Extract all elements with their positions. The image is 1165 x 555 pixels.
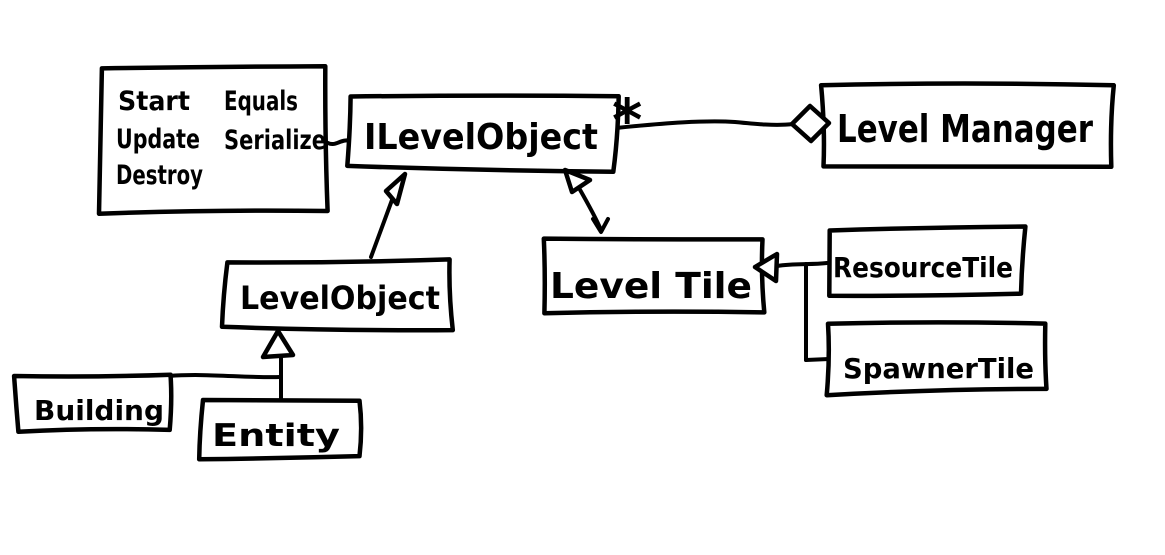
class-label-resourcetile: ResourceTile [833, 251, 1013, 284]
class-box-levelobject [219, 257, 456, 333]
small-arrowhead-at-leveltile-icon [591, 217, 610, 234]
note-method-destroy: Destroy [116, 160, 203, 191]
inheritance-triangle-to-levelobject-icon [260, 328, 296, 360]
class-label-ilevelobject: ILevelObject [364, 117, 598, 158]
resourcetile-branch-line [775, 261, 829, 268]
class-box-spawnertile [824, 320, 1049, 398]
multiplicity-star: * [612, 86, 642, 154]
inheritance-triangle-to-ilevelobject-right-icon [562, 167, 593, 195]
class-box-resourcetile [827, 224, 1028, 299]
aggregation-line [614, 119, 795, 130]
class-label-building: Building [34, 394, 164, 427]
class-label-spawnertile: SpawnerTile [843, 352, 1034, 385]
class-box-entity [196, 397, 364, 462]
class-box-ilevelobject [345, 93, 621, 174]
note-method-update: Update [116, 124, 200, 155]
class-box-levelmanager [818, 81, 1117, 170]
note-method-equals: Equals [224, 86, 298, 117]
inheritance-line-levelobject [369, 198, 394, 259]
spawnertile-branch-line [804, 357, 831, 362]
class-label-levelmanager: Level Manager [837, 107, 1093, 151]
class-label-leveltile: Level Tile [550, 266, 752, 307]
class-label-entity: Entity [212, 418, 340, 454]
interface-methods-note-box [96, 63, 330, 216]
class-label-levelobject: LevelObject [240, 279, 440, 317]
class-box-leveltile [541, 236, 767, 316]
inheritance-triangle-to-ilevelobject-left-icon [383, 171, 408, 207]
aggregation-diamond-icon [789, 103, 832, 144]
inheritance-triangle-to-leveltile-icon [752, 251, 780, 284]
building-branch-line [167, 373, 282, 380]
note-method-serialize: Serialize [224, 125, 326, 156]
class-box-building [11, 372, 174, 435]
note-method-start: Start [118, 86, 190, 117]
